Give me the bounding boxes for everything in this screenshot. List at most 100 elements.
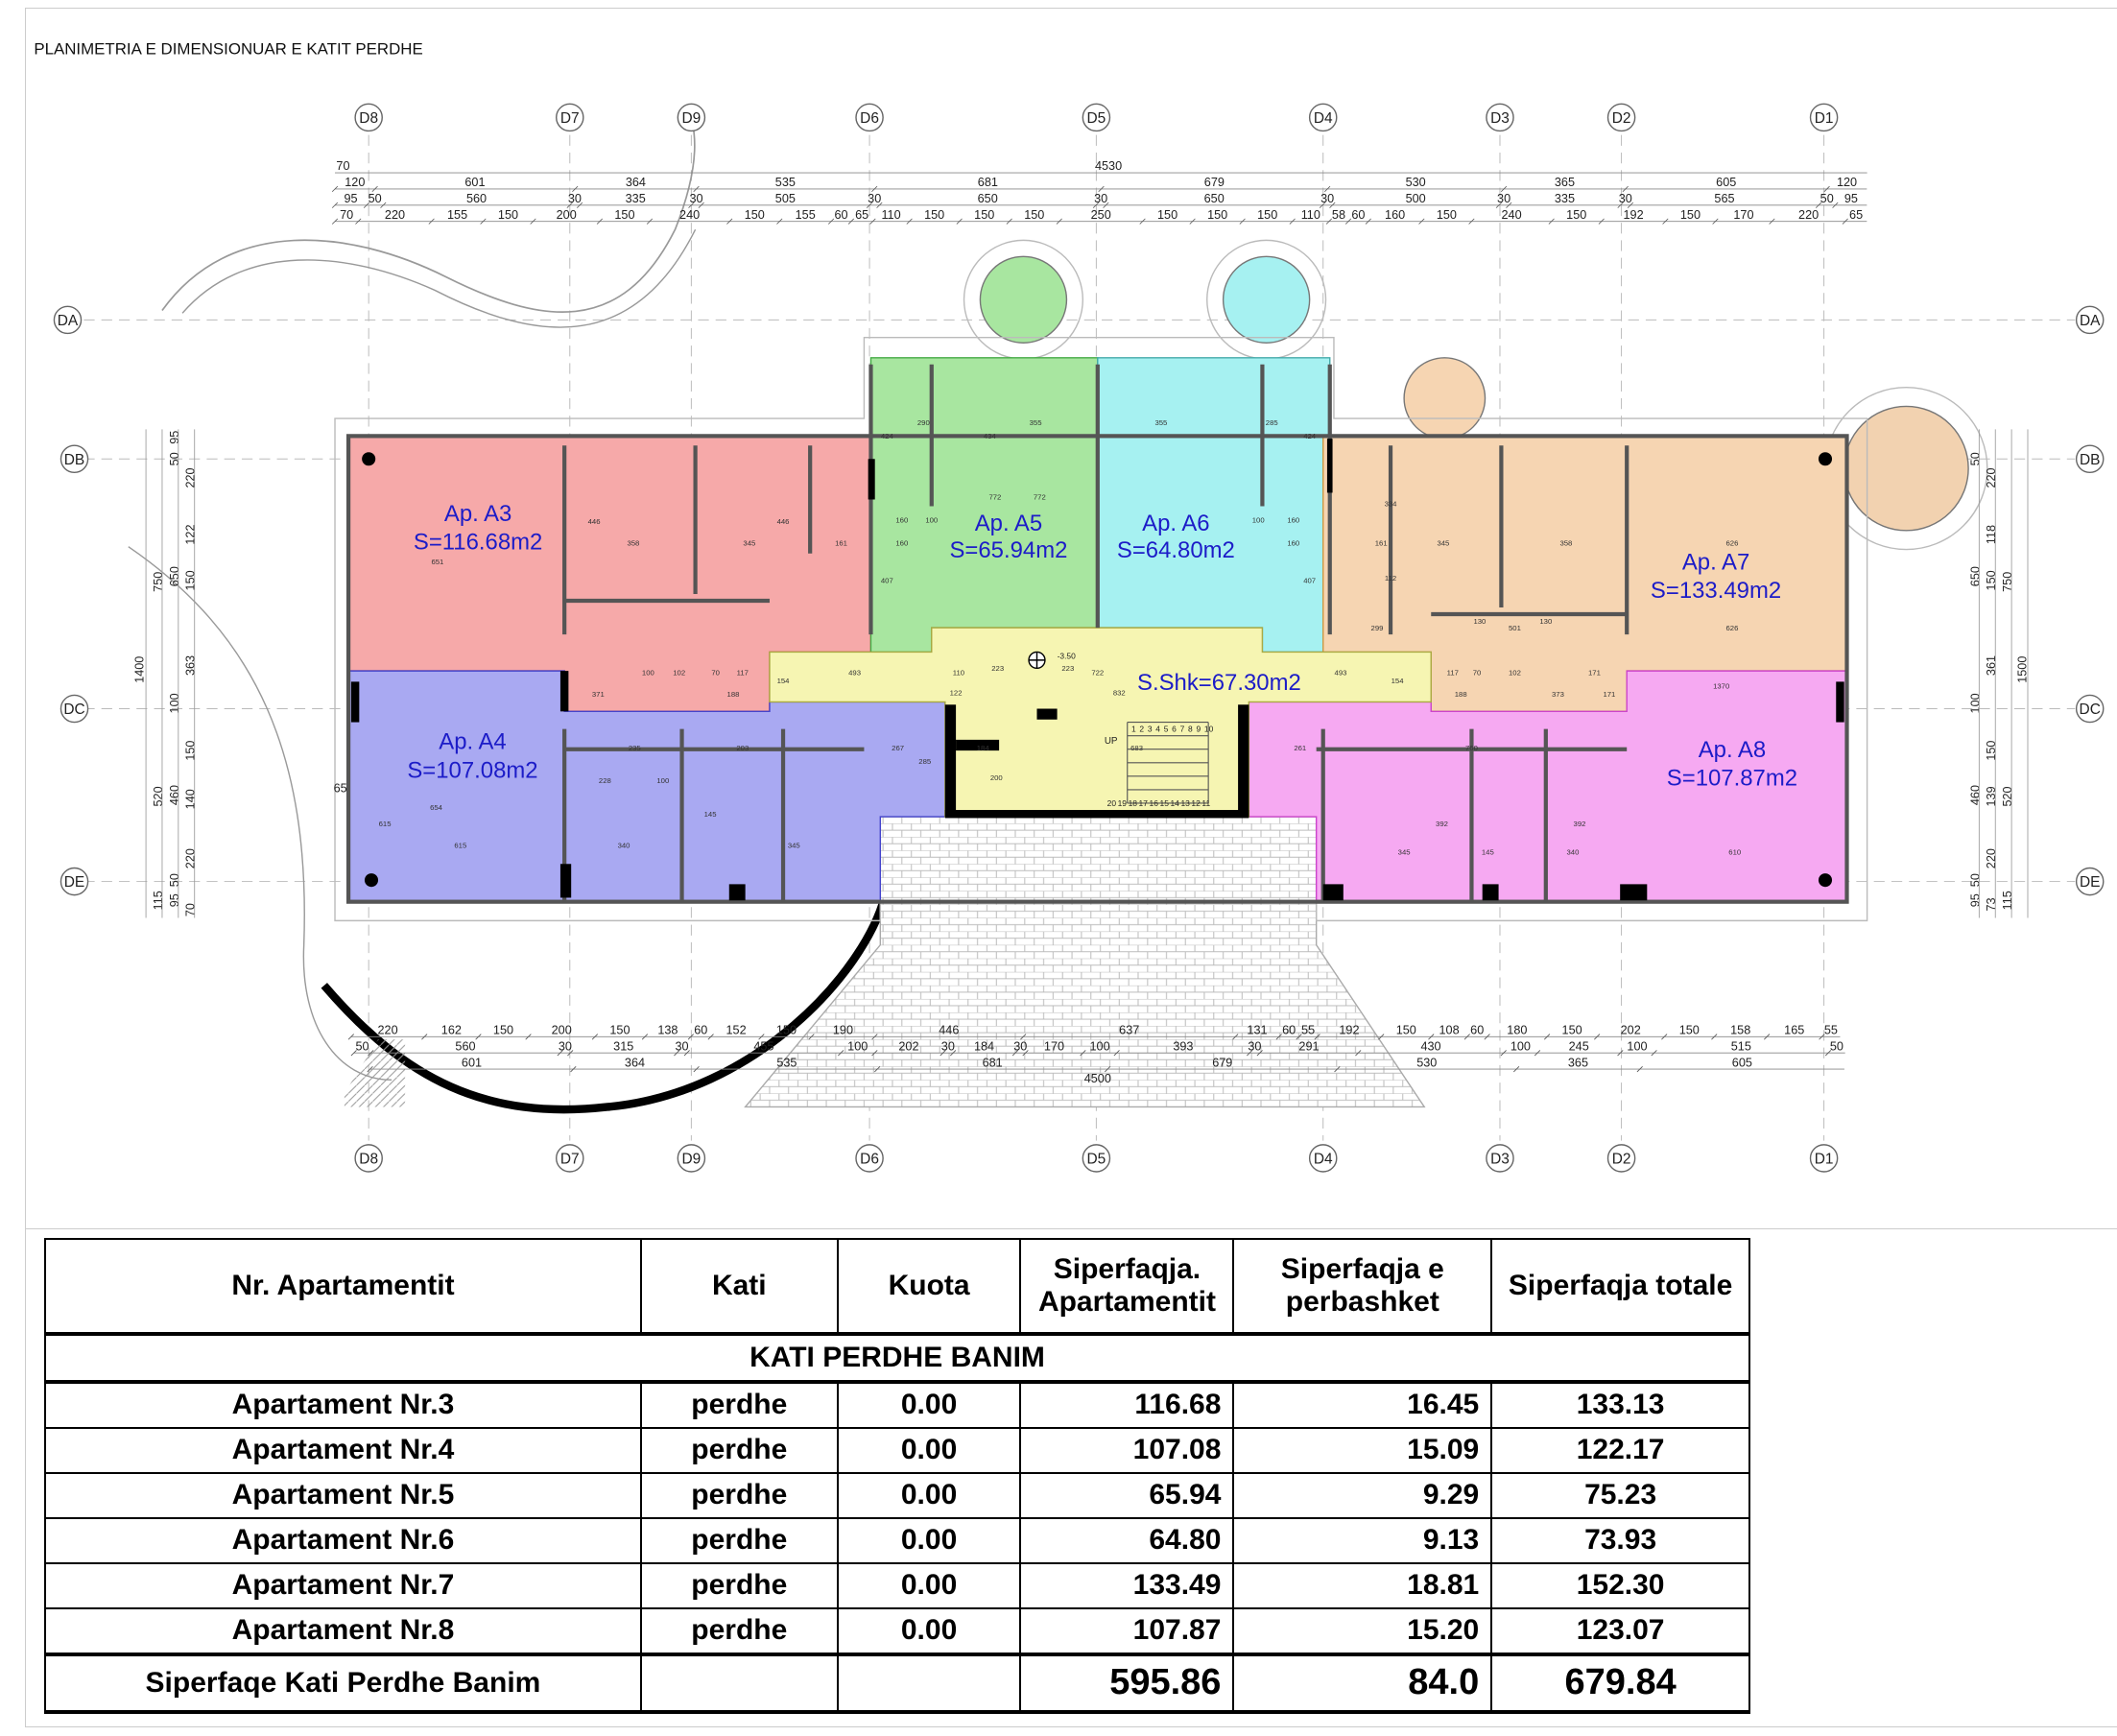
dimension-tick (1275, 1034, 1282, 1040)
dimension-value: 361 (1985, 655, 1998, 676)
stair-step-number: 11 (1201, 798, 1210, 808)
room-dimension: 392 (1574, 820, 1586, 828)
dimension-value: 95 (168, 431, 181, 444)
room-dimension: 345 (743, 538, 755, 547)
room-dimension: 615 (379, 820, 392, 828)
cell-apartment-area: 65.94 (1019, 1472, 1235, 1519)
cell-total-area: 122.17 (1490, 1427, 1750, 1474)
room-dimension: 117 (1447, 668, 1459, 677)
dimension-tick (1617, 202, 1624, 208)
axis-label-D1: D1 (1815, 1152, 1834, 1168)
total-common-area: 84.0 (1232, 1653, 1493, 1714)
room-dimension: 112 (1385, 574, 1396, 583)
dimension-value: 637 (1119, 1024, 1139, 1037)
dimension-value: 60 (694, 1024, 707, 1037)
dimension-value: 118 (1985, 525, 1998, 544)
room-dimension: 340 (1567, 847, 1580, 856)
room-dimension: 392 (1436, 820, 1448, 828)
dimension-value: 4530 (1095, 159, 1122, 173)
stair-step-number: 2 (1139, 724, 1144, 733)
axis-bubble-icon (556, 103, 584, 132)
axis-bubble-icon (677, 1144, 706, 1173)
dimension-value: 95 (1844, 192, 1858, 205)
dimension-value: 150 (776, 1024, 797, 1037)
dimension-tick (1815, 202, 1822, 208)
dimension-value: 430 (1420, 1039, 1440, 1053)
axis-bubble-icon (2075, 305, 2105, 335)
dimension-value: 220 (1985, 467, 1998, 488)
balcony-a7 (1403, 357, 1487, 440)
room-dimension: 407 (1303, 577, 1316, 585)
axis-bubble-icon (1606, 103, 1636, 132)
cell-floor: perdhe (639, 1517, 839, 1564)
cell-floor: perdhe (639, 1427, 839, 1474)
axis-label-D8: D8 (359, 1152, 378, 1168)
room-dimension: 334 (1385, 500, 1398, 509)
dimension-value: 190 (833, 1024, 853, 1037)
dimension-tick (1289, 218, 1296, 225)
dimension-value: 138 (657, 1024, 678, 1037)
drawing-frame (25, 8, 2117, 1727)
cell-apartment-nr: Apartament Nr.5 (44, 1472, 642, 1519)
dimension-value: 565 (1714, 192, 1734, 205)
dimension-tick (1500, 1050, 1507, 1057)
room-dimension: 200 (990, 773, 1003, 782)
axis-bubble-icon (1082, 1144, 1111, 1173)
dimension-value: 100 (1510, 1039, 1531, 1053)
dimension-value: 170 (1044, 1039, 1064, 1053)
dimension-value: 515 (1731, 1039, 1751, 1053)
dimension-value: 220 (1985, 848, 1998, 868)
dimension-tick (876, 202, 883, 208)
stair-step-number: 17 (1139, 798, 1149, 808)
dimension-value: 530 (1416, 1056, 1437, 1069)
dimension-tick (1006, 218, 1012, 225)
room-dimension: 760 (1465, 744, 1478, 752)
dimension-tick (1662, 218, 1669, 225)
dimension-tick (1344, 218, 1352, 225)
room-dimension: 100 (656, 776, 669, 785)
cell-floor: perdhe (639, 1607, 839, 1655)
level-marker-cross (1029, 652, 1045, 669)
dimension-value: 335 (626, 192, 646, 205)
landscape-arc (161, 107, 696, 313)
dimension-tick (827, 218, 835, 225)
dimension-tick (1296, 1034, 1302, 1040)
stair-up-label: UP (1105, 736, 1118, 747)
axis-bubble-icon (59, 694, 89, 724)
room-dimension: 261 (1294, 744, 1306, 752)
axis-bubble-icon (1308, 1144, 1338, 1173)
dimension-value: 200 (557, 208, 577, 222)
cell-apartment-nr: Apartament Nr.7 (44, 1562, 642, 1609)
dimension-tick (1092, 202, 1100, 208)
stair-step-number: 7 (1180, 724, 1185, 733)
apartment-a5-area-label: S=65.94m2 (949, 537, 1067, 563)
dimension-tick (331, 218, 339, 225)
dimension-value: 220 (1798, 208, 1819, 222)
dimension-value: 50 (1820, 192, 1834, 205)
dimension-tick (1011, 1050, 1019, 1057)
dimension-tick (1080, 1050, 1086, 1057)
dimension-tick (1355, 1050, 1362, 1057)
dimension-tick (1764, 1034, 1771, 1040)
ramp-hatch (344, 1039, 406, 1107)
apartment-a8-area-label: S=107.87m2 (1667, 766, 1797, 792)
room-dimension: 171 (1603, 690, 1615, 699)
dimension-value: 4500 (1084, 1072, 1111, 1085)
apartment-a4-area-label: S=107.08m2 (407, 757, 537, 783)
room-dimension: 228 (599, 776, 611, 785)
dimension-value: 55 (1301, 1024, 1315, 1037)
dimension-tick (838, 1050, 844, 1057)
dimension-tick (347, 1034, 355, 1040)
dimension-value: 530 (1406, 176, 1426, 189)
dimension-value: 150 (1157, 208, 1177, 222)
axis-bubble-icon (354, 1144, 383, 1173)
dimension-value: 192 (1339, 1024, 1359, 1037)
dimension-value: 240 (679, 208, 700, 222)
dimension-tick (368, 1050, 374, 1057)
dimension-value: 155 (447, 208, 467, 222)
dimension-value: 150 (1985, 570, 1998, 590)
dimension-value: 335 (1555, 192, 1575, 205)
dimension-tick (758, 1034, 765, 1040)
room-dimension: 1370 (1713, 681, 1729, 690)
